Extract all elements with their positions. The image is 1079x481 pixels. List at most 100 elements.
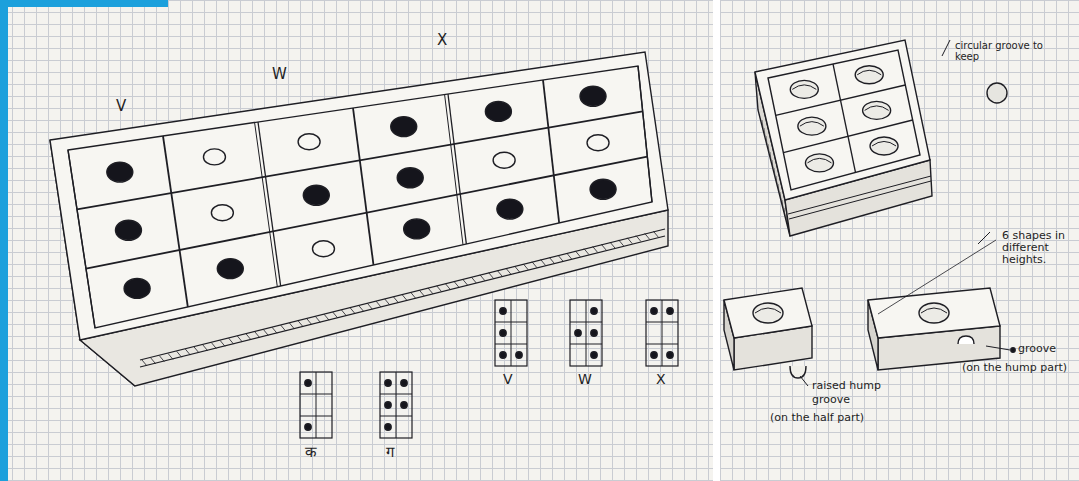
box-shading [764,128,765,136]
groove-hatch [567,253,572,259]
leader-line [978,232,990,244]
groove-hatch [350,308,355,314]
braille-dot [651,308,657,314]
braille-dot [500,352,506,358]
group-divider [638,66,652,202]
groove-hatch [151,358,156,364]
braille-dot [500,330,506,336]
board-top [50,52,668,340]
cell-label: X [437,32,447,49]
groove-hatch [480,275,485,281]
groove-hatch [333,312,338,318]
cell-line [353,108,374,265]
groove-hatch [263,329,268,335]
leader-line [800,376,808,386]
cell-line [163,136,188,307]
groove-hatch [411,292,416,298]
groove-hatch [515,266,520,272]
braille-dot [591,308,597,314]
filled-dot [303,185,329,205]
groove-hatch [385,299,390,305]
braille-cell-line [300,394,332,395]
groove-hatch [220,340,225,346]
cell-label: (on the hump part) [962,362,1067,374]
half-block-top [724,288,812,338]
braille-dot [305,424,311,430]
groove-hatch [159,356,164,362]
braille-dot [500,308,506,314]
filled-dot [580,86,606,106]
braille-cell [300,372,332,438]
button-shade [921,308,947,313]
box-shading [788,224,789,232]
braille-dot [667,308,673,314]
groove-hatch [541,260,546,266]
filled-dot [391,117,417,137]
groove-hatch [307,319,312,325]
groove-hatch [298,321,303,327]
braille-dot [305,380,311,386]
box-shading [770,152,771,160]
box-shading [762,120,763,128]
filled-dot [497,199,523,219]
cell-line [77,111,643,209]
cell-label: V [116,98,126,115]
button [753,303,783,323]
groove-hatch [229,338,234,344]
groove-hatch [463,279,468,285]
empty-dot [587,135,609,151]
cell-label: X [656,372,666,387]
braille-dot [385,424,391,430]
braille-dot [516,352,522,358]
braille-board [50,52,678,438]
group-divider [68,150,95,328]
button [790,80,818,98]
cell-line [86,157,647,269]
braille-cell-line [495,344,527,345]
groove-hatch [324,314,329,320]
annotation: 6 shapes in different heights. [1002,230,1074,266]
box-shading [766,136,767,144]
groove-hatch [177,351,182,357]
groove-hatch [575,251,580,257]
leader-dot [1011,348,1015,352]
group-divider [448,94,466,244]
filled-dot [124,278,150,298]
groove-hatch [523,264,528,270]
box-shading [786,216,787,224]
braille-cell-line [300,416,332,417]
groove-hatch [203,345,208,351]
groove-hatch [497,270,502,276]
groove-hatch [549,257,554,263]
braille-cell-line [570,322,602,323]
groove-hatch [393,297,398,303]
box-cell-line [833,64,856,173]
groove-hatch [437,286,442,292]
braille-dot [401,402,407,408]
groove-hatch [558,255,563,261]
groove-hatch [627,238,632,244]
button-shade [872,141,896,146]
empty-dot [493,152,515,168]
groove-hatch [428,288,433,294]
button-shade [792,85,816,90]
groove-hatch [315,316,320,322]
group-divider [255,123,278,287]
braille-dot [591,330,597,336]
box-shading [768,144,769,152]
empty-dot [203,149,225,165]
cell-label: groove [812,394,850,406]
groove-hatch [289,323,294,329]
groove-hatch [653,231,658,237]
button [855,66,883,84]
leader-line [986,346,1010,350]
leader-line [878,240,996,314]
groove-hatch [367,303,372,309]
braille-blocks [724,40,1015,386]
button-shade [755,308,781,313]
cell-label: raised hump [812,380,881,392]
groove-hatch [636,236,641,242]
braille-cell-line [380,394,412,395]
groove-hatch [359,305,364,311]
groove-hatch [142,360,147,366]
